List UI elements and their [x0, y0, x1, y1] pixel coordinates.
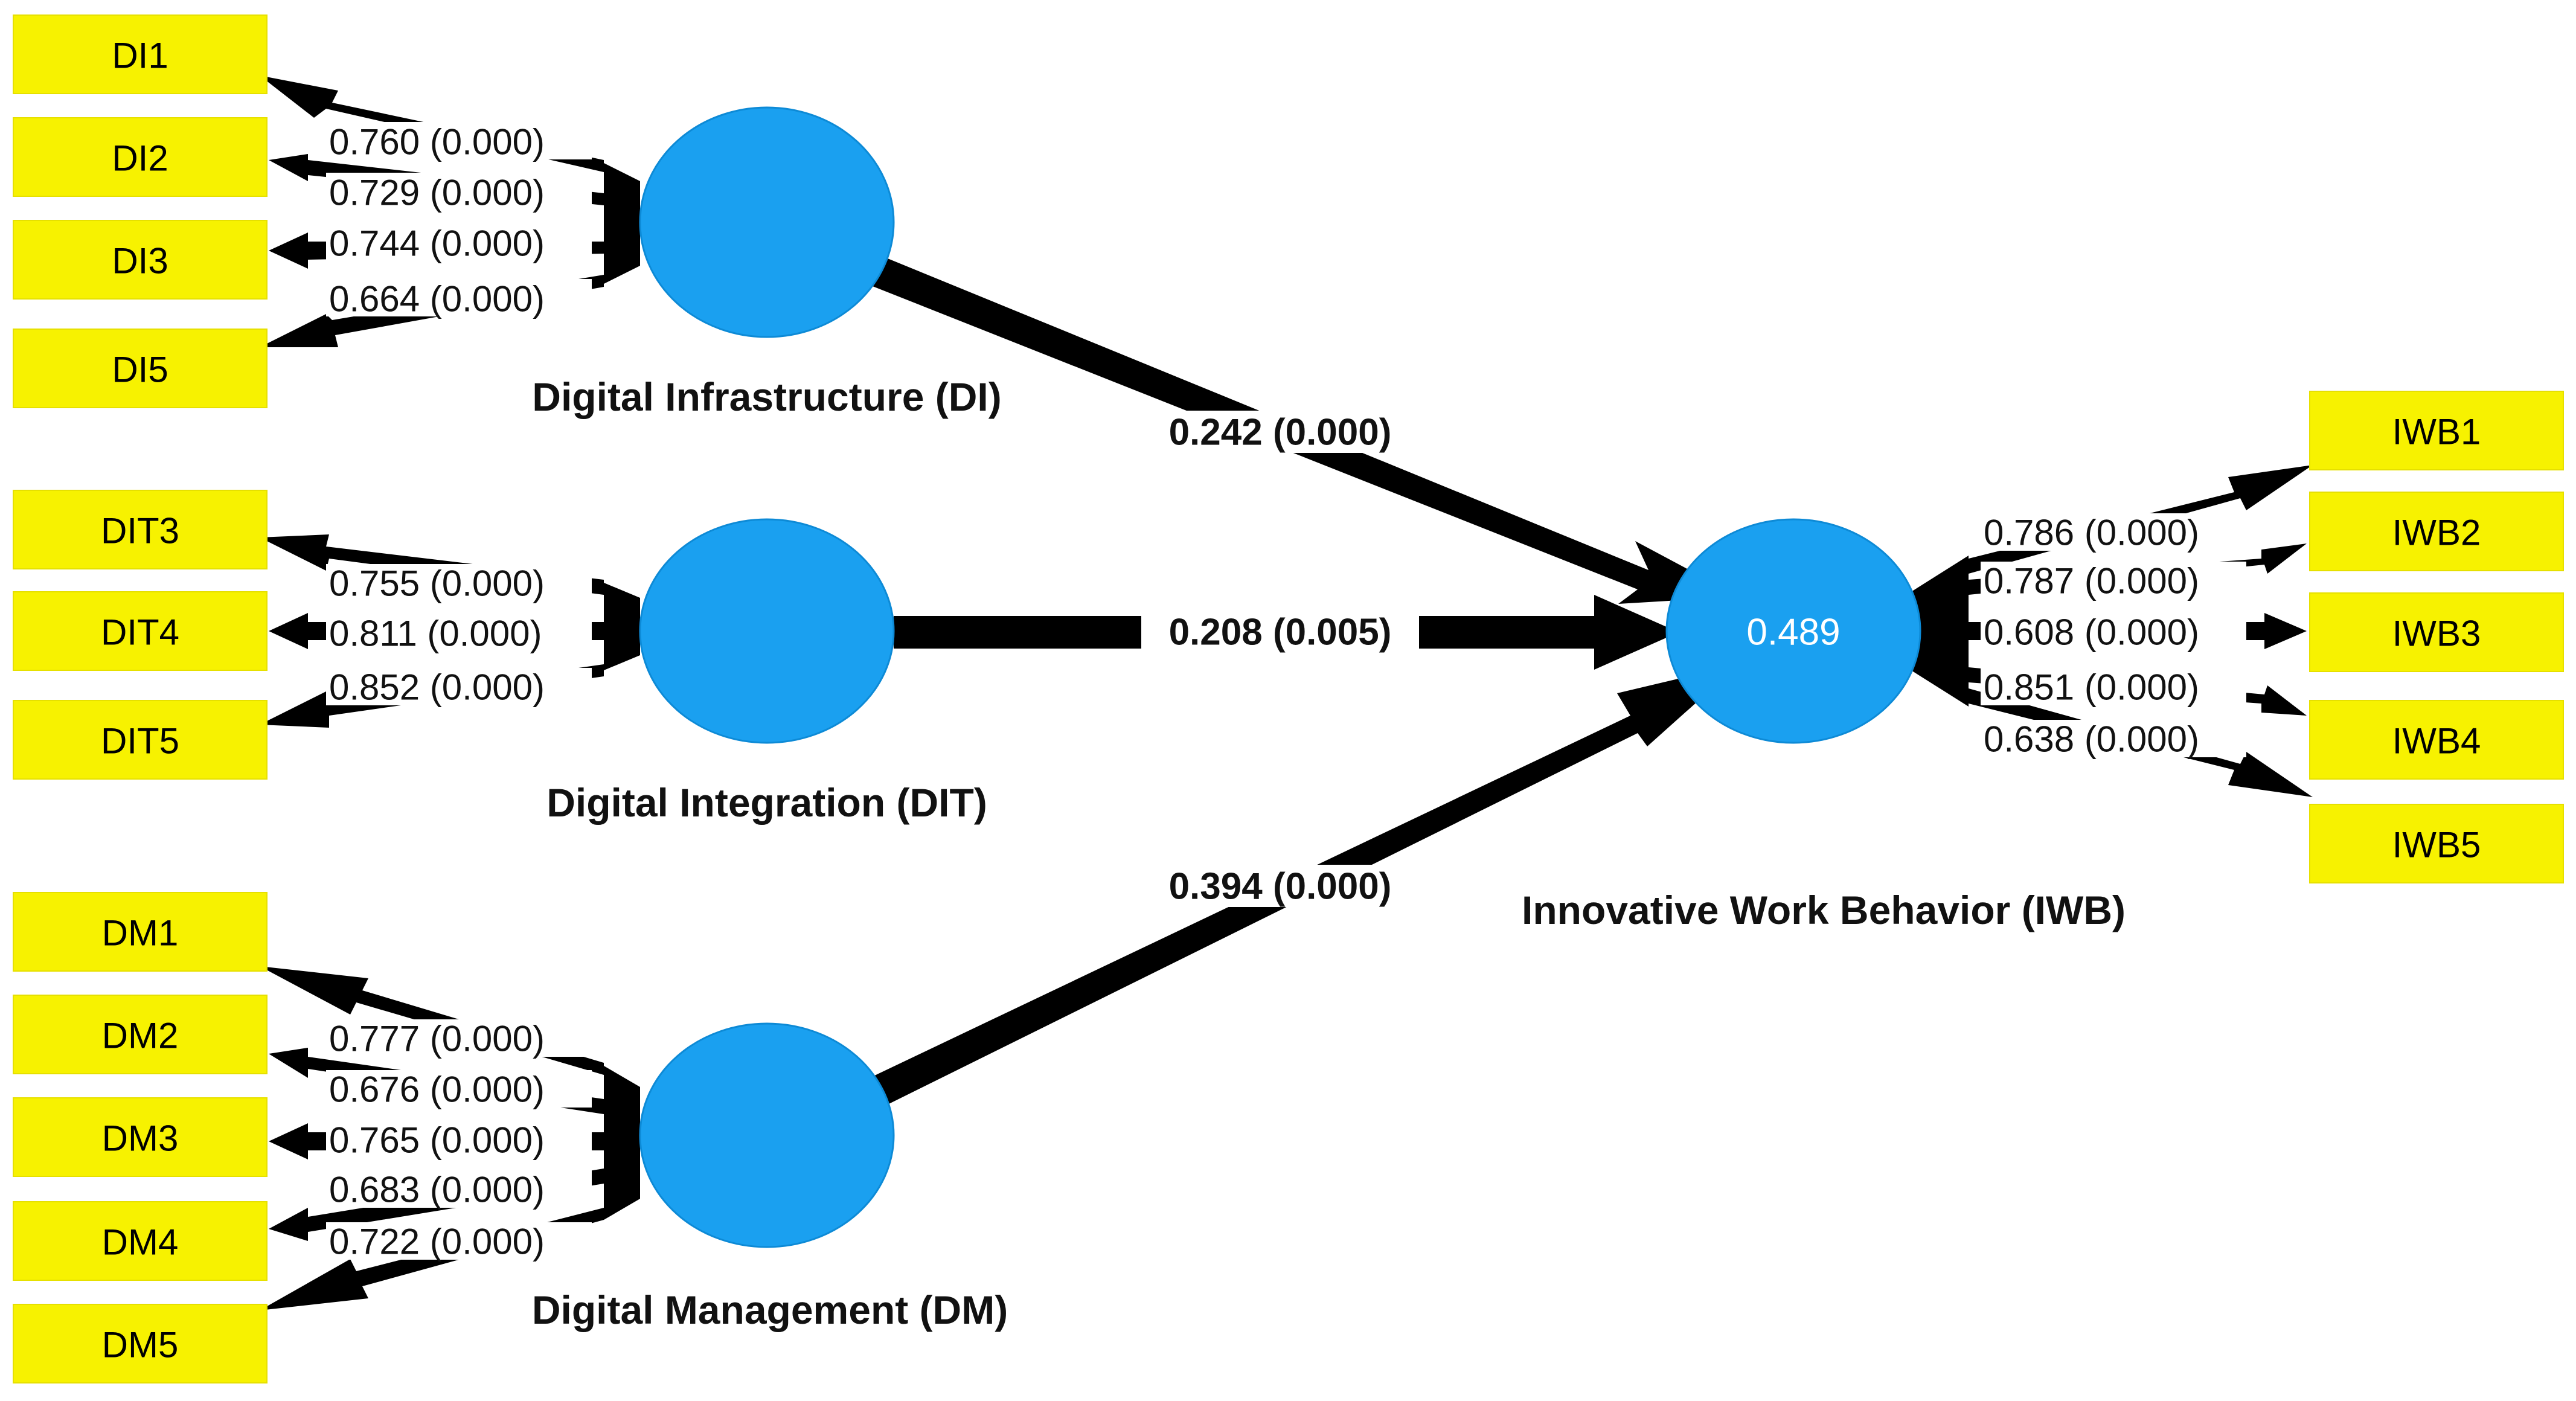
- arrow-fan-di: [604, 163, 640, 284]
- indicator-box-dm5[interactable]: [13, 1304, 268, 1383]
- indicator-box-di1[interactable]: [13, 14, 268, 94]
- loading-bg-dit5: [326, 668, 592, 705]
- loading-labels-iwb: 0.786 (0.000) 0.787 (0.000) 0.608 (0.000…: [1981, 513, 2246, 760]
- loading-dit4: 0.811 (0.000): [329, 614, 542, 654]
- indicator-box-dit3[interactable]: [13, 490, 268, 569]
- loading-dit5: 0.852 (0.000): [329, 667, 545, 708]
- loading-bg-dm5: [326, 1222, 592, 1260]
- arrow-fan-iwb: [1911, 556, 1969, 707]
- construct-di[interactable]: [639, 106, 895, 338]
- loading-dm1: 0.777 (0.000): [329, 1019, 545, 1059]
- indicator-label-dm5: DM5: [102, 1325, 179, 1365]
- loading-iwb5: 0.638 (0.000): [1984, 719, 2199, 760]
- indicator-label-dm3: DM3: [102, 1118, 179, 1159]
- indicator-label-dit4: DIT4: [101, 612, 179, 653]
- indicator-label-iwb5: IWB5: [2392, 825, 2481, 865]
- indicator-label-di3: DI3: [112, 241, 168, 281]
- construct-iwb-r2: 0.489: [1746, 612, 1840, 653]
- loading-dm3: 0.765 (0.000): [329, 1120, 545, 1161]
- loading-labels-dm: 0.777 (0.000) 0.676 (0.000) 0.765 (0.000…: [326, 1019, 592, 1262]
- loading-iwb3: 0.608 (0.000): [1984, 612, 2199, 653]
- loading-bg-iwb1: [1981, 513, 2246, 551]
- indicator-label-di5: DI5: [112, 350, 168, 390]
- loading-bg-dit4: [326, 614, 592, 652]
- loading-iwb4: 0.851 (0.000): [1984, 667, 2199, 708]
- loading-bg-di5: [326, 279, 592, 316]
- loading-labels-dit: 0.755 (0.000) 0.811 (0.000) 0.852 (0.000…: [326, 563, 592, 708]
- arrow-fan-dm: [604, 1066, 640, 1220]
- loading-dit3: 0.755 (0.000): [329, 563, 545, 604]
- loading-di5: 0.664 (0.000): [329, 279, 545, 319]
- loading-bg-iwb2: [1981, 562, 2246, 599]
- loading-di1: 0.760 (0.000): [329, 122, 545, 162]
- indicator-box-dit4[interactable]: [13, 591, 268, 671]
- indicators-dm: DM1 DM2 DM3 DM4 DM5: [13, 892, 268, 1383]
- indicators-dit: DIT3 DIT4 DIT5: [13, 490, 268, 780]
- constructs: Digital Infrastructure (DI) Digital Inte…: [532, 106, 2126, 1332]
- arrow-fan-dit: [604, 583, 640, 670]
- indicator-box-iwb1[interactable]: [2309, 391, 2564, 470]
- loading-bg-di3: [326, 223, 592, 261]
- construct-iwb[interactable]: [1665, 518, 1921, 744]
- loading-bg-di1: [326, 122, 592, 159]
- path-label-bg-di-iwb: [1141, 411, 1419, 453]
- construct-di-label: Digital Infrastructure (DI): [532, 374, 1001, 419]
- loading-di3: 0.744 (0.000): [329, 223, 545, 264]
- indicator-label-iwb3: IWB3: [2392, 614, 2481, 654]
- indicator-box-dm4[interactable]: [13, 1201, 268, 1281]
- indicator-box-di5[interactable]: [13, 329, 268, 408]
- loading-iwb1: 0.786 (0.000): [1984, 513, 2199, 553]
- indicator-box-iwb3[interactable]: [2309, 592, 2564, 672]
- loading-bg-dit3: [326, 564, 592, 601]
- indicator-box-iwb2[interactable]: [2309, 492, 2564, 571]
- construct-dit-label: Digital Integration (DIT): [546, 780, 987, 825]
- loading-di2: 0.729 (0.000): [329, 173, 545, 213]
- indicator-label-di2: DI2: [112, 138, 168, 179]
- loading-bg-dm3: [326, 1121, 592, 1158]
- path-label-bg-dit-iwb: [1141, 611, 1419, 653]
- loading-bg-iwb3: [1981, 613, 2246, 650]
- indicator-box-iwb4[interactable]: [2309, 700, 2564, 780]
- loading-bg-iwb4: [1981, 668, 2246, 705]
- path-coefficient-dm-iwb: 0.394 (0.000): [1169, 866, 1392, 908]
- path-coefficient-dit-iwb: 0.208 (0.005): [1169, 612, 1392, 653]
- construct-dm-label: Digital Management (DM): [532, 1287, 1008, 1332]
- path-coefficient-di-iwb: 0.242 (0.000): [1169, 412, 1392, 454]
- indicator-label-dit3: DIT3: [101, 511, 179, 551]
- loading-dm5: 0.722 (0.000): [329, 1222, 545, 1262]
- indicator-label-iwb1: IWB1: [2392, 412, 2481, 452]
- loading-dm2: 0.676 (0.000): [329, 1069, 545, 1110]
- indicator-box-dm1[interactable]: [13, 892, 268, 972]
- construct-iwb-label: Innovative Work Behavior (IWB): [1522, 888, 2126, 932]
- loading-bg-iwb5: [1981, 720, 2246, 757]
- indicator-box-di3[interactable]: [13, 220, 268, 300]
- path-label-bg-dm-iwb: [1141, 865, 1419, 907]
- indicator-box-dit5[interactable]: [13, 700, 268, 780]
- indicators-iwb: IWB1 IWB2 IWB3 IWB4 IWB5: [2309, 391, 2564, 883]
- construct-dm[interactable]: [639, 1022, 895, 1248]
- loading-bg-dm2: [326, 1070, 592, 1108]
- path-labels: 0.242 (0.000) 0.208 (0.005) 0.394 (0.000…: [1141, 411, 1419, 908]
- indicator-box-di2[interactable]: [13, 117, 268, 197]
- indicator-box-iwb5[interactable]: [2309, 804, 2564, 883]
- indicator-label-dit5: DIT5: [101, 721, 179, 761]
- loading-bg-dm4: [326, 1170, 592, 1208]
- indicator-label-dm2: DM2: [102, 1016, 179, 1056]
- loading-bg-di2: [326, 173, 592, 210]
- indicator-label-iwb2: IWB2: [2392, 513, 2481, 553]
- indicators-di: DI1 DI2 DI3 DI5: [13, 14, 268, 408]
- indicator-box-dm2[interactable]: [13, 995, 268, 1074]
- indicator-label-dm1: DM1: [102, 913, 179, 954]
- loading-iwb2: 0.787 (0.000): [1984, 561, 2199, 601]
- loading-dm4: 0.683 (0.000): [329, 1170, 545, 1210]
- loading-labels-di: 0.760 (0.000) 0.729 (0.000) 0.744 (0.000…: [326, 122, 592, 319]
- indicator-label-dm4: DM4: [102, 1222, 179, 1263]
- indicator-label-iwb4: IWB4: [2392, 721, 2481, 761]
- indicator-label-di1: DI1: [112, 36, 168, 76]
- indicator-box-dm3[interactable]: [13, 1097, 268, 1177]
- construct-dit[interactable]: [639, 518, 895, 744]
- loading-bg-dm1: [326, 1019, 592, 1057]
